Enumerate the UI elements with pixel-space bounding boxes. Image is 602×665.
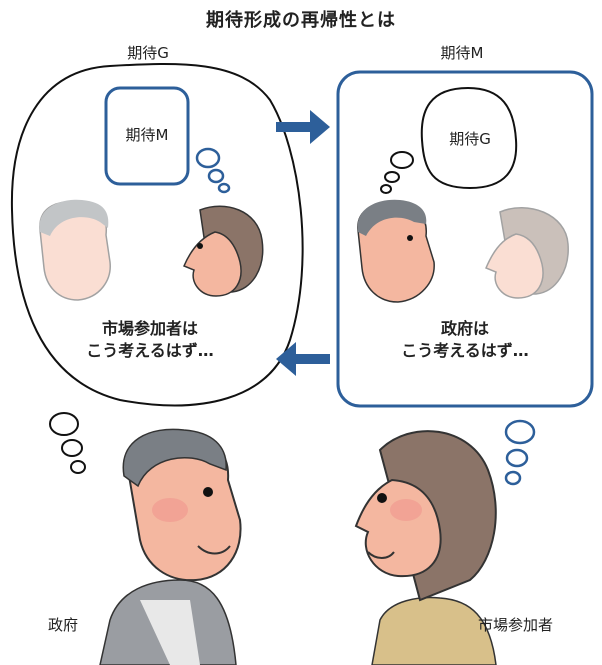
government-man-icon <box>99 428 242 665</box>
left-panel-label: 期待G <box>127 44 169 62</box>
right-caption-line-1: 政府は <box>440 319 489 338</box>
left-inner-label: 期待M <box>125 126 169 144</box>
right-panel-label: 期待M <box>440 44 484 62</box>
left-inner-dot-1 <box>195 147 221 169</box>
left-thought-bubble <box>10 62 304 407</box>
left-caption-line-2: こう考えるはず… <box>86 341 214 360</box>
right-inner-bubble <box>420 86 518 190</box>
market-participant-label: 市場参加者 <box>478 616 554 634</box>
bottom-right-dot-2 <box>505 448 529 468</box>
right-inner-dot-2 <box>384 171 400 183</box>
right-faded-woman-icon <box>485 207 569 299</box>
bottom-right-dot-3 <box>504 470 522 486</box>
bottom-left-dot-1 <box>49 412 79 436</box>
bottom-left-dot-3 <box>70 460 86 474</box>
left-caption: 市場参加者は こう考えるはず… <box>40 318 260 362</box>
market-participant-woman-icon <box>354 430 497 665</box>
diagram-title: 期待形成の再帰性とは <box>206 10 396 31</box>
left-inner-dot-2 <box>207 168 225 184</box>
right-inner-dot-3 <box>380 184 392 194</box>
right-caption: 政府は こう考えるはず… <box>350 318 580 362</box>
bottom-right-dot-1 <box>504 419 536 445</box>
arrow-right <box>276 110 330 144</box>
right-caption-line-2: こう考えるはず… <box>401 341 529 360</box>
bottom-left-dot-2 <box>61 439 83 457</box>
right-man-icon <box>357 199 435 303</box>
left-inner-dot-3 <box>217 182 231 194</box>
left-caption-line-1: 市場参加者は <box>101 319 198 338</box>
right-inner-dot-1 <box>390 151 414 169</box>
arrow-left <box>276 342 330 376</box>
left-woman-icon <box>183 205 264 297</box>
left-faded-man-icon <box>39 199 111 301</box>
right-inner-label: 期待G <box>449 130 491 148</box>
left-inner-box <box>104 86 190 186</box>
government-label: 政府 <box>48 616 79 634</box>
